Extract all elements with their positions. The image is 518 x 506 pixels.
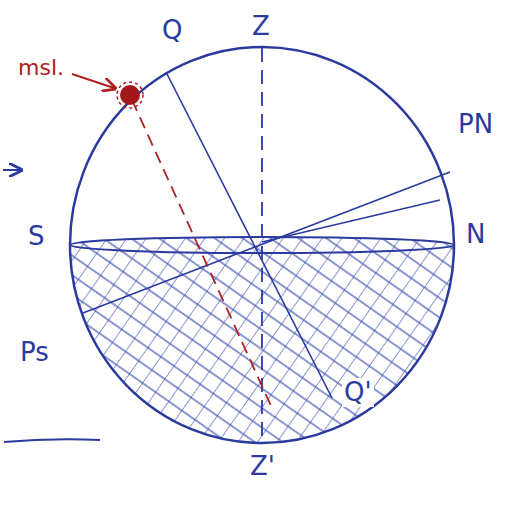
star-scribble <box>117 82 143 108</box>
edge-arrow <box>3 169 20 171</box>
equator-line <box>166 72 332 398</box>
point-label: Q' <box>342 378 374 407</box>
star-dot <box>120 85 140 105</box>
star-line <box>132 100 272 408</box>
sphere-outline <box>70 47 454 443</box>
cardinal-label: S <box>26 222 47 251</box>
meridian-line <box>262 200 440 242</box>
point-label: Q <box>160 16 184 45</box>
underline <box>4 439 100 442</box>
zenith-label: Z <box>250 12 272 41</box>
pole-label: PN <box>456 110 495 139</box>
nadir-label: Z' <box>248 452 277 481</box>
pole-label: Ps <box>18 338 51 367</box>
cardinal-label: N <box>464 220 487 249</box>
star-label: msl. <box>16 56 66 80</box>
pointer-arrow <box>72 74 114 88</box>
polar-axis <box>83 172 450 313</box>
